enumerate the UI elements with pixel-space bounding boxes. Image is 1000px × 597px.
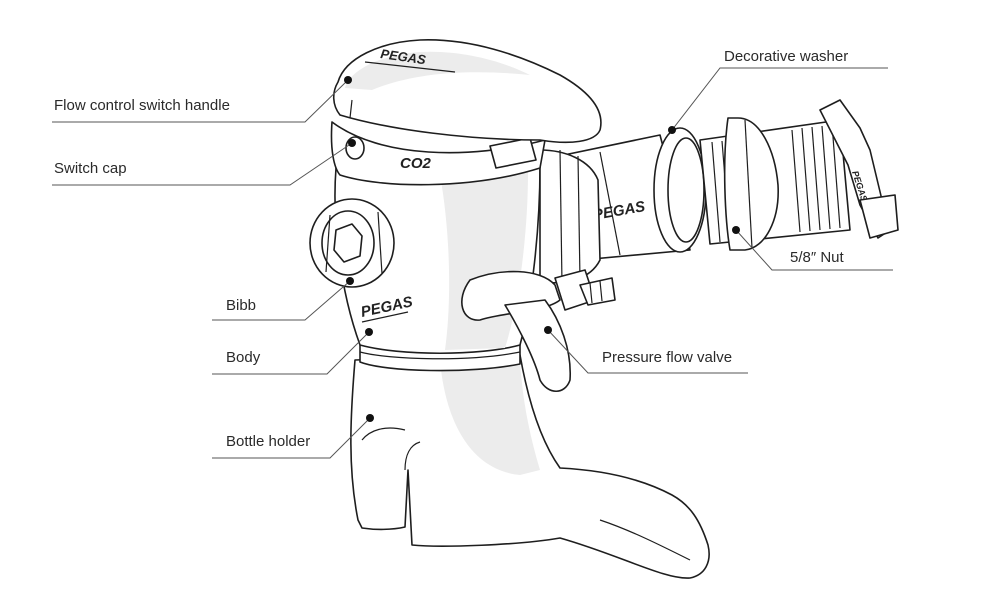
label-pressure-flow-valve: Pressure flow valve [602,349,732,366]
dot-flow-control-handle [344,76,352,84]
decorative-washer-part [653,127,707,253]
bottle-holder-part [350,354,710,579]
leader-lines [52,67,893,459]
threaded-part: PEGAS [699,99,899,251]
label-body: Body [226,349,261,366]
dot-switch-cap [348,139,356,147]
leader-bottle-holder [212,417,371,459]
pressure-flow-valve-part [461,269,616,393]
leader-switch-cap [52,142,353,186]
label-switch-cap: Switch cap [54,160,127,177]
label-bottle-holder: Bottle holder [226,433,310,450]
marker-dots [344,76,740,422]
handle-brand-text: PEGAS [380,46,427,67]
leader-pressure-flow-valve [547,329,748,374]
leader-bibb [212,280,351,321]
faucet-illustration: PEGAS PEGAS [309,39,899,579]
dot-pressure-flow-valve [544,326,552,334]
dot-nut [732,226,740,234]
dot-bibb [346,277,354,285]
label-bibb: Bibb [226,297,256,314]
label-flow-control-switch-handle: Flow control switch handle [54,97,230,114]
leader-flow-control-handle [52,79,349,123]
leader-decorative-washer [671,67,888,131]
labels: Flow control switch handle Switch cap Bi… [54,48,848,450]
cap-text: CO2 [400,155,432,172]
dot-body [365,328,373,336]
switch-cap-part: CO2 [330,121,546,186]
leader-body [212,331,370,375]
bibb-part [309,198,395,288]
label-nut: 5/8″ Nut [790,249,845,266]
leader-nut [735,229,893,271]
dot-bottle-holder [366,414,374,422]
dot-decorative-washer [668,126,676,134]
flow-control-handle-part: PEGAS [332,39,602,144]
shank-part: PEGAS [539,134,691,285]
label-decorative-washer: Decorative washer [724,48,848,65]
